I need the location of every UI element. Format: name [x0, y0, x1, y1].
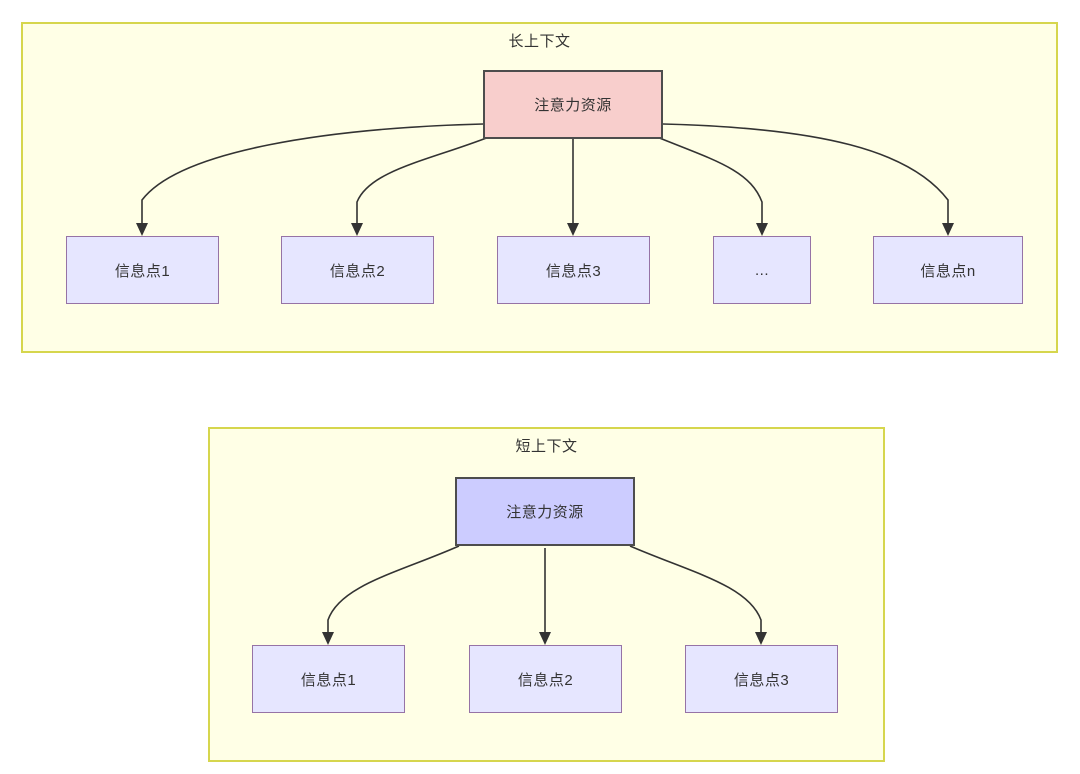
long-context-title: 长上下文 [508, 33, 571, 50]
long-context-info-label-ellipsis: ... [754, 261, 769, 279]
long-context-info-node-n[interactable]: 信息点n [873, 236, 1023, 304]
long-context-attention-label: 注意力资源 [534, 97, 612, 114]
long-context-info-node-2[interactable]: 信息点2 [281, 236, 434, 304]
short-context-info-label-1: 信息点1 [300, 671, 357, 689]
long-context-info-node-3[interactable]: 信息点3 [497, 236, 650, 304]
long-context-info-label-1: 信息点1 [114, 262, 171, 280]
long-context-info-label-3: 信息点3 [545, 262, 602, 280]
long-context-info-node-ellipsis[interactable]: ... [713, 236, 811, 304]
long-context-info-node-1[interactable]: 信息点1 [66, 236, 219, 304]
short-context-title: 短上下文 [515, 438, 578, 455]
short-context-info-node-1[interactable]: 信息点1 [252, 645, 405, 713]
long-context-info-label-n: 信息点n [920, 262, 976, 280]
short-context-info-node-3[interactable]: 信息点3 [685, 645, 838, 713]
short-context-info-node-2[interactable]: 信息点2 [469, 645, 622, 713]
short-context-info-label-3: 信息点3 [733, 671, 790, 689]
short-context-attention-node[interactable]: 注意力资源 [455, 477, 635, 546]
short-context-attention-label: 注意力资源 [506, 504, 584, 521]
long-context-info-label-2: 信息点2 [329, 262, 386, 280]
long-context-attention-node[interactable]: 注意力资源 [483, 70, 663, 139]
short-context-info-label-2: 信息点2 [517, 671, 574, 689]
